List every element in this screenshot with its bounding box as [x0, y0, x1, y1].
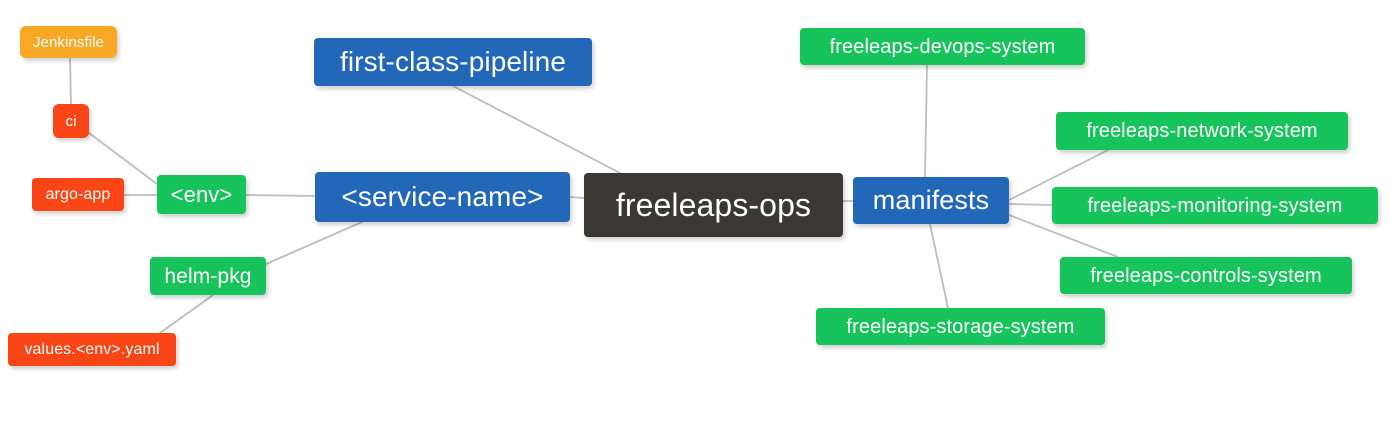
edge-manifests-to-freeleaps-storage-system: [929, 223, 949, 309]
node-freeleaps-devops-system[interactable]: freeleaps-devops-system: [800, 28, 1085, 65]
node-values-yaml[interactable]: values.<env>.yaml: [8, 333, 176, 366]
edge-service-name-to-freeleaps-ops: [569, 196, 585, 199]
edge-env-to-service-name: [245, 194, 316, 197]
node-ci[interactable]: ci: [53, 104, 89, 138]
edge-manifests-to-freeleaps-monitoring-system: [1008, 203, 1053, 206]
node-manifests[interactable]: manifests: [853, 177, 1009, 224]
node-freeleaps-ops[interactable]: freeleaps-ops: [584, 173, 843, 237]
node-service-name[interactable]: <service-name>: [315, 172, 570, 222]
node-argo-app[interactable]: argo-app: [32, 178, 124, 211]
node-freeleaps-network-system[interactable]: freeleaps-network-system: [1056, 112, 1348, 150]
edge-manifests-to-freeleaps-devops-system: [924, 64, 928, 178]
node-freeleaps-storage-system[interactable]: freeleaps-storage-system: [816, 308, 1105, 345]
node-freeleaps-monitoring-system[interactable]: freeleaps-monitoring-system: [1052, 187, 1378, 224]
edge-helm-pkg-to-service-name: [265, 221, 363, 265]
node-jenkinsfile[interactable]: Jenkinsfile: [20, 26, 117, 58]
node-freeleaps-controls-system[interactable]: freeleaps-controls-system: [1060, 257, 1352, 294]
edge-first-class-pipeline-to-freeleaps-ops: [452, 85, 621, 174]
node-helm-pkg[interactable]: helm-pkg: [150, 257, 266, 295]
edge-values-yaml-to-helm-pkg: [159, 294, 214, 334]
edge-jenkinsfile-to-ci: [69, 57, 72, 105]
edge-ci-to-env: [88, 132, 158, 185]
node-env[interactable]: <env>: [157, 175, 246, 214]
node-first-class-pipeline[interactable]: first-class-pipeline: [314, 38, 592, 86]
